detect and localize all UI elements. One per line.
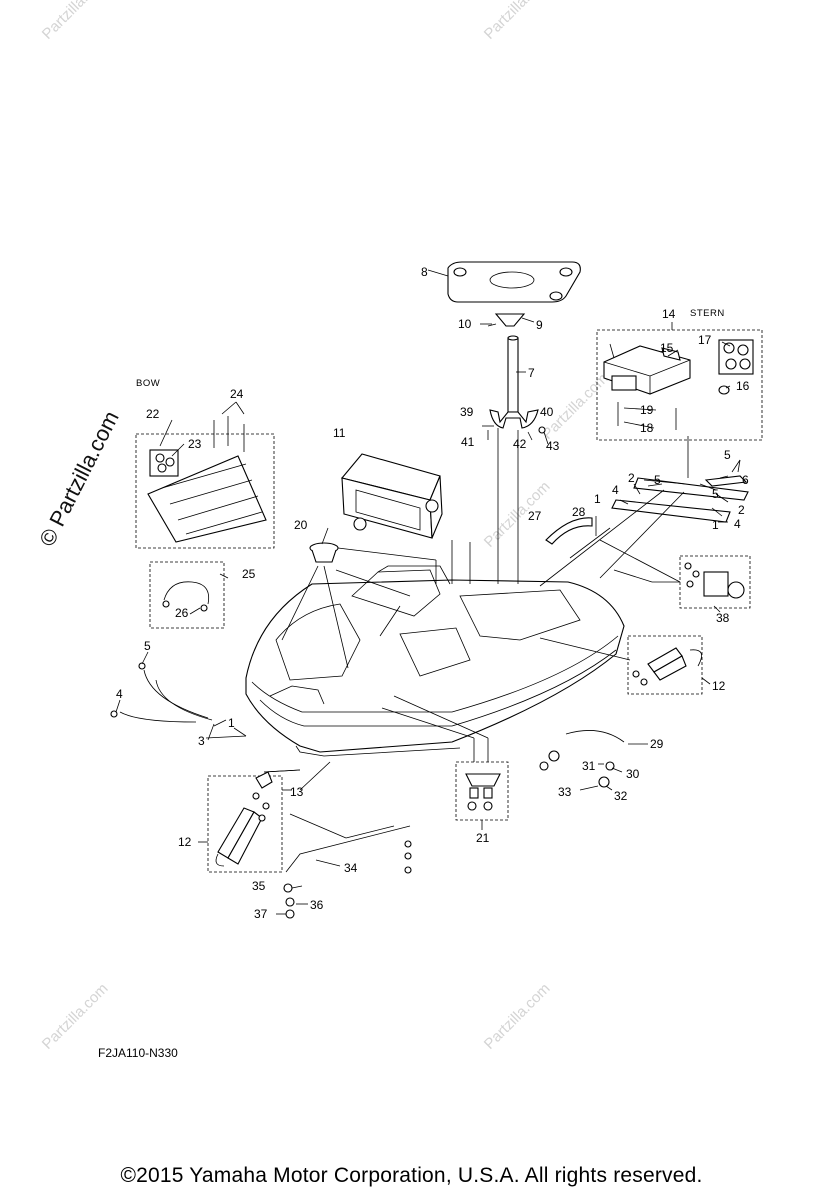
watermark: Partzilla.com <box>39 980 112 1053</box>
callout-41: 41 <box>461 435 475 449</box>
copyright-notice: ©2015 Yamaha Motor Corporation, U.S.A. A… <box>120 1164 703 1187</box>
callout-5-b: 5 <box>654 473 661 487</box>
part-hand-rail <box>539 730 625 788</box>
part-screws <box>482 323 546 434</box>
callout-numbers: 8 9 10 7 14 15 17 16 19 18 24 22 23 39 4… <box>116 265 750 921</box>
part-cleat-left <box>215 771 273 867</box>
part-cup-holder <box>309 542 339 563</box>
part-grab-handle <box>545 517 593 545</box>
part-cables <box>110 662 213 723</box>
callout-31: 31 <box>582 759 596 773</box>
callout-1-left: 1 <box>228 716 235 730</box>
callout-10: 10 <box>458 317 472 331</box>
part-cup <box>494 313 526 327</box>
watermark-group: Partzilla.com Partzilla.com Partzilla.co… <box>34 0 611 1053</box>
callout-5-c: 5 <box>712 487 719 501</box>
callout-7: 7 <box>528 366 535 380</box>
callout-2-b: 2 <box>738 503 745 517</box>
callout-29: 29 <box>650 737 664 751</box>
callout-12-left: 12 <box>178 835 192 849</box>
callout-36: 36 <box>310 898 324 912</box>
stern-label: STERN <box>690 308 725 319</box>
part-tow-bar <box>283 825 412 919</box>
callout-43: 43 <box>546 439 560 453</box>
callout-18: 18 <box>640 421 654 435</box>
callout-1-b: 1 <box>712 518 719 532</box>
part-cleat-right <box>632 647 702 686</box>
callout-4-a: 4 <box>612 483 619 497</box>
bow-group-box <box>135 433 275 549</box>
part-rail-assembly <box>611 459 749 523</box>
callout-8: 8 <box>421 265 428 279</box>
bow-label: BOW <box>136 378 160 389</box>
callout-2-a: 2 <box>628 471 635 485</box>
callout-5-left: 5 <box>144 639 151 653</box>
callout-20: 20 <box>294 518 308 532</box>
callout-35: 35 <box>252 879 266 893</box>
callout-22: 22 <box>146 407 160 421</box>
callout-34: 34 <box>344 861 358 875</box>
part-cover-lid <box>447 261 581 303</box>
group-box-25 <box>149 561 225 629</box>
callout-4-left: 4 <box>116 687 123 701</box>
callout-12-right: 12 <box>712 679 726 693</box>
leader-lines <box>115 269 741 915</box>
callout-26: 26 <box>175 606 189 620</box>
watermark: Partzilla.com <box>481 980 554 1053</box>
callout-13: 13 <box>290 785 304 799</box>
callout-39: 39 <box>460 405 474 419</box>
group-box-21 <box>455 761 509 821</box>
callout-42: 42 <box>513 437 527 451</box>
callout-4-b: 4 <box>734 517 741 531</box>
callout-19: 19 <box>640 403 654 417</box>
callout-5-top: 5 <box>724 448 731 462</box>
callout-28: 28 <box>572 505 586 519</box>
callout-3: 3 <box>198 734 205 748</box>
part-pole <box>507 335 519 413</box>
watermark: Partzilla.com <box>481 0 554 43</box>
callout-23: 23 <box>188 437 202 451</box>
callout-17: 17 <box>698 333 712 347</box>
part-hose <box>162 581 210 612</box>
watermark: Partzilla.com <box>39 0 112 43</box>
callout-6: 6 <box>742 473 749 487</box>
callout-25: 25 <box>242 567 256 581</box>
callout-37: 37 <box>254 907 268 921</box>
callout-33: 33 <box>558 785 572 799</box>
part-bracket <box>489 409 539 429</box>
callout-27: 27 <box>528 509 542 523</box>
part-bench-frame <box>603 345 691 395</box>
callout-14: 14 <box>662 307 676 321</box>
callout-24: 24 <box>230 387 244 401</box>
callout-40: 40 <box>540 405 554 419</box>
callout-15: 15 <box>660 341 674 355</box>
callout-30: 30 <box>626 767 640 781</box>
diagram-code: F2JA110-N330 <box>98 1046 178 1060</box>
part-grommets <box>718 339 754 395</box>
part-drain-plug <box>684 562 745 599</box>
callout-21: 21 <box>476 831 490 845</box>
callout-16: 16 <box>736 379 750 393</box>
callout-32: 32 <box>614 789 628 803</box>
watermark: Partzilla.com <box>481 478 554 551</box>
watermark-prominent: © Partzilla.com <box>34 407 124 550</box>
callout-11: 11 <box>333 426 346 440</box>
part-cup-set <box>465 773 501 811</box>
part-ladder <box>147 416 267 543</box>
stern-group-box <box>596 329 763 441</box>
group-box-12-right <box>627 635 703 695</box>
part-hull <box>245 565 625 757</box>
callout-1-a: 1 <box>594 492 601 506</box>
part-cooler <box>341 453 443 539</box>
callout-9: 9 <box>536 318 543 332</box>
group-box-12-left <box>207 775 283 873</box>
callout-38: 38 <box>716 611 730 625</box>
